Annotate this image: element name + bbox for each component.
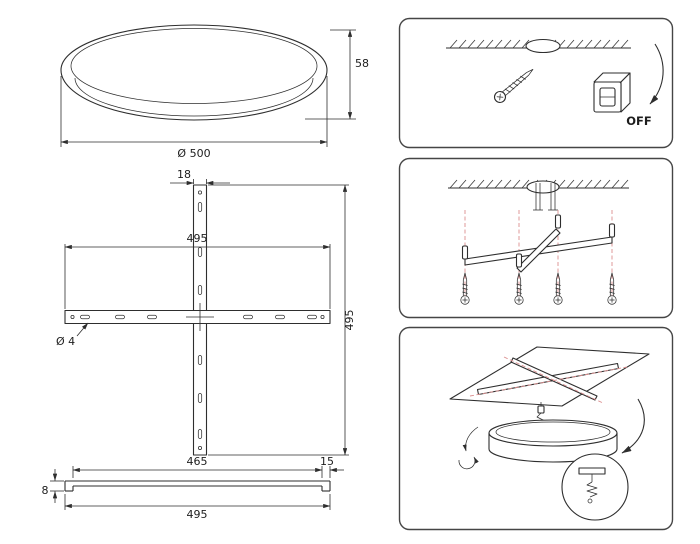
- mounting-bar-side-profile: [64, 480, 331, 492]
- hole-diameter-label: Ø 4: [56, 335, 75, 348]
- lamp-diameter-label: Ø 500: [177, 147, 210, 160]
- step2-panel: [398, 157, 674, 319]
- cross-height-label: 495: [343, 310, 356, 331]
- power-off-arrow: [649, 43, 664, 105]
- wall-plug-icons: [461, 214, 616, 268]
- hole-diameter-callout: Ø 4: [56, 322, 89, 348]
- lamp-body-3d: [488, 419, 618, 463]
- lamp-diameter-dimension: Ø 500: [60, 76, 328, 160]
- power-switch-icon: [593, 72, 631, 113]
- cross-height-dimension: 495: [208, 184, 356, 456]
- cross-width-label: 495: [187, 232, 208, 245]
- suspension-rods: [533, 183, 558, 211]
- cross-bar-width-label: 18: [177, 168, 191, 181]
- lamp-front-view: [60, 24, 328, 121]
- profile-inner-length-dimension: 465 15: [72, 455, 344, 478]
- ceiling-hatch: [446, 38, 631, 54]
- rotation-arrow: [458, 456, 479, 470]
- mounting-cross-on-ceiling: [469, 356, 628, 404]
- power-off-label: OFF: [626, 114, 652, 128]
- ceiling-hatch: [448, 179, 629, 194]
- mounting-cross-3d: [464, 228, 613, 273]
- clip-detail-circle: [561, 453, 629, 521]
- press-arrow: [462, 426, 479, 452]
- step1-panel: OFF: [398, 17, 674, 149]
- profile-total-length-label: 495: [187, 508, 208, 521]
- lamp-height-dimension: 58: [305, 29, 369, 120]
- lamp-height-label: 58: [355, 57, 369, 70]
- profile-inner-length-label: 465: [187, 455, 208, 468]
- insert-arrow: [621, 398, 645, 454]
- profile-height-label: 8: [42, 484, 49, 497]
- cross-bar-width-dimension: 18: [170, 168, 230, 186]
- step3-panel: [398, 326, 674, 531]
- profile-total-length-dimension: 495: [64, 494, 331, 521]
- profile-end-length-label: 15: [320, 455, 334, 468]
- profile-height-dimension: 8: [42, 469, 64, 503]
- screw-icon: [493, 68, 534, 104]
- cross-width-dimension: 495: [64, 232, 331, 309]
- mounting-cross-plate: [64, 184, 331, 456]
